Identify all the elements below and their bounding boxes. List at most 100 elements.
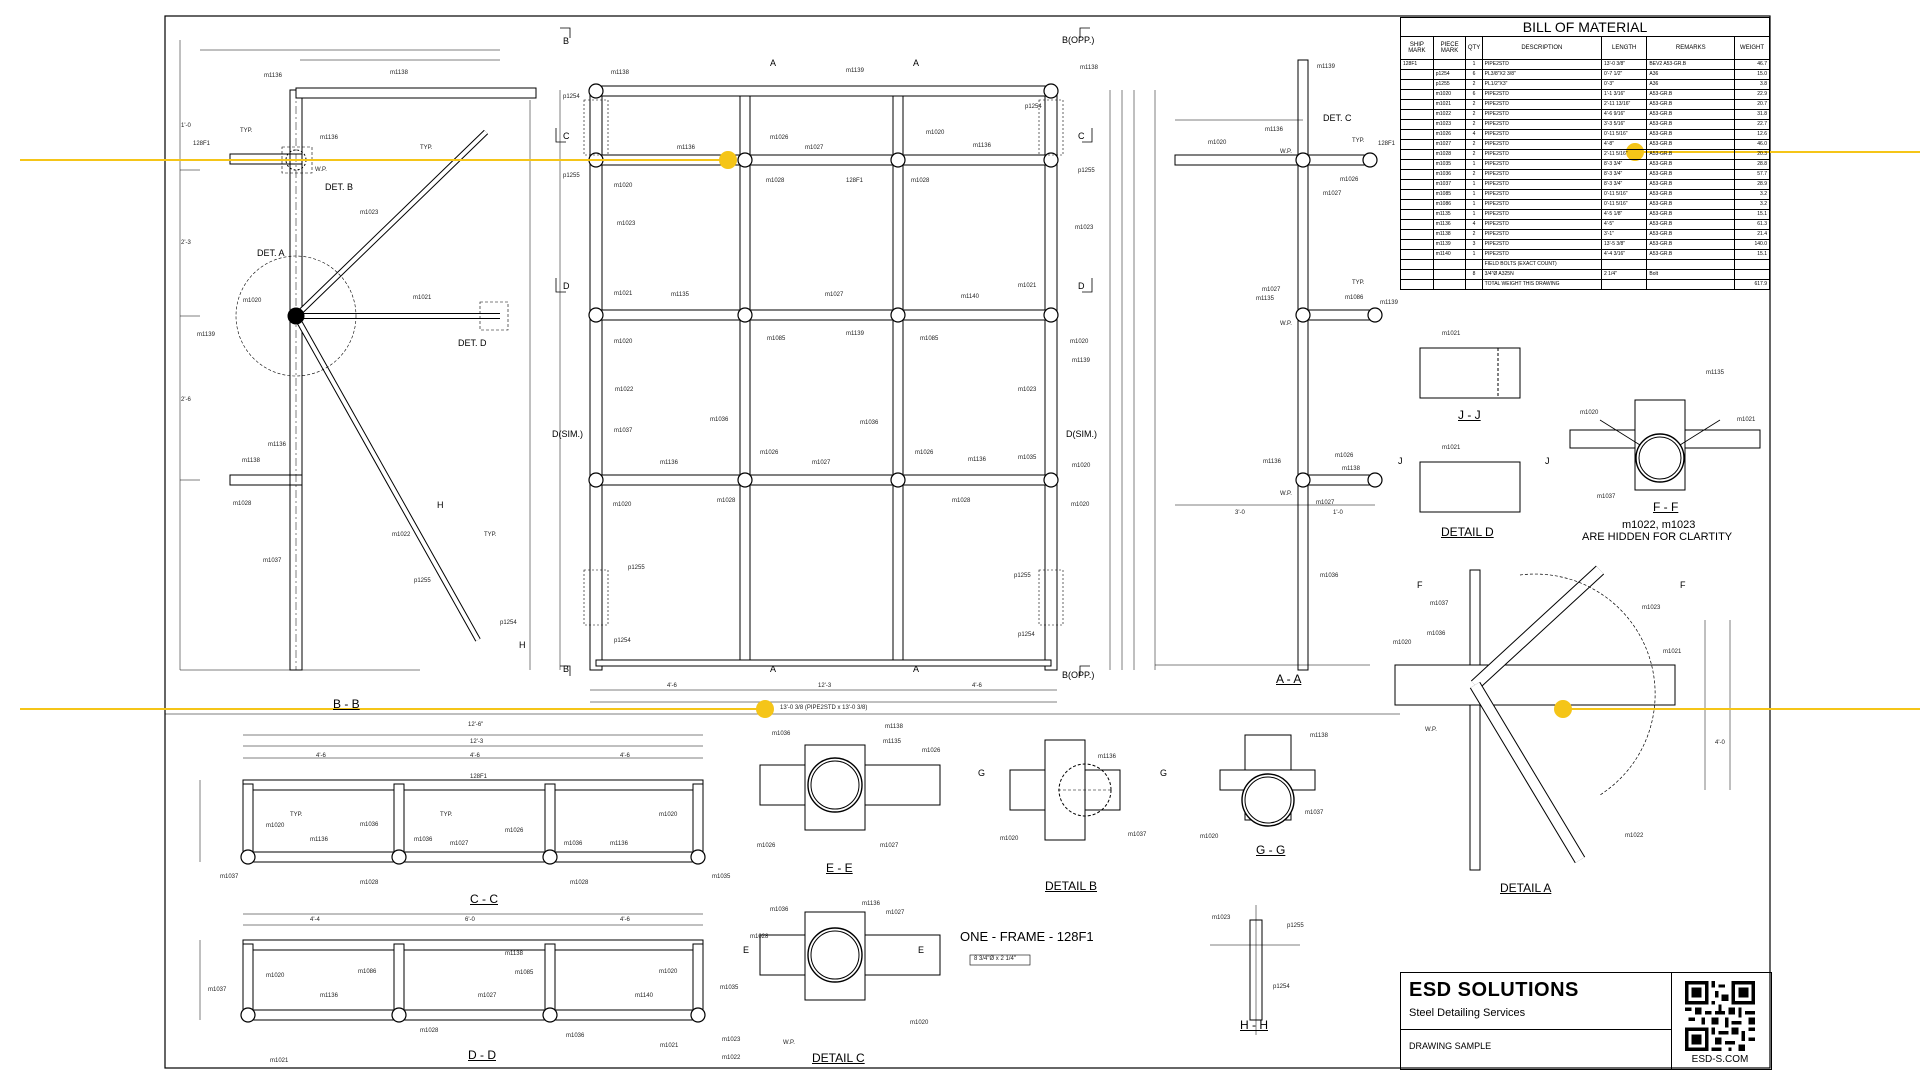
bom-cell: 617.9 <box>1734 279 1770 290</box>
bom-cell: 2 <box>1465 169 1483 180</box>
bom-cell: 2 <box>1465 229 1483 240</box>
det-d-callout: DET. D <box>458 338 487 348</box>
mark-label: m1138 <box>390 70 408 76</box>
bom-cell: Bolt <box>1646 269 1736 280</box>
mark-label: m1020 <box>659 969 678 975</box>
dimension-label: 6'-0 <box>465 917 475 923</box>
mark-label: m1085 <box>767 336 786 342</box>
section-marker-dsim-right: D(SIM.) <box>1066 429 1097 439</box>
bom-cell: PIPE2STD <box>1481 219 1603 230</box>
bom-cell: A53-GR.B <box>1646 139 1736 150</box>
mark-label: p1254 <box>500 620 517 626</box>
typ-label-5: TYP. <box>1352 280 1365 286</box>
mark-label: m1036 <box>772 731 791 737</box>
mark-label: p1255 <box>1287 923 1304 929</box>
view-bb <box>179 40 537 671</box>
bom-cell: m1085 <box>1432 189 1467 200</box>
company-name: ESD SOLUTIONS <box>1409 979 1579 1001</box>
mark-label: m1027 <box>812 460 831 466</box>
mark-label: m1026 <box>505 828 524 834</box>
bom-cell <box>1734 259 1770 270</box>
mark-label: m1022 <box>392 532 411 538</box>
section-marker-h-top: H <box>437 500 444 510</box>
bom-cell: 20.7 <box>1734 99 1770 110</box>
mark-label: m1036 <box>770 907 789 913</box>
mark-label: m1027 <box>450 841 469 847</box>
section-marker-j-left: J <box>1398 456 1403 466</box>
bom-cell: 4'-6 9/16" <box>1601 109 1648 120</box>
mark-label: m1035 <box>712 874 731 880</box>
dimension-label: 3'-0 <box>1235 510 1245 516</box>
bom-cell: m1139 <box>1432 239 1467 250</box>
dimension-label: 12'-3 <box>470 739 484 745</box>
bom-cell: A53-GR.B <box>1646 119 1736 130</box>
bom-cell: 1'-1 3/16" <box>1601 89 1648 100</box>
bom-cell: 12.6 <box>1734 129 1770 140</box>
typ-label-4: TYP. <box>1352 138 1365 144</box>
view-detail-d <box>1419 347 1521 513</box>
bom-cell: A36 <box>1646 69 1736 80</box>
mark-label: m1021 <box>1442 445 1461 451</box>
view-cc <box>199 734 706 865</box>
wp-label-aa-1: W.P. <box>1280 149 1292 155</box>
dimension-label: 4'-6 <box>470 753 480 759</box>
mark-label: m1022 <box>722 1055 741 1061</box>
view-dd <box>199 913 706 1023</box>
mark-label: m1027 <box>1323 191 1342 197</box>
typ-label-6: TYP. <box>290 812 303 818</box>
mark-label: p1255 <box>628 565 645 571</box>
mark-label: m1035 <box>1018 455 1037 461</box>
dimension-label: 12'-3 <box>818 683 832 689</box>
bom-cell: A53-GR.B <box>1646 129 1736 140</box>
bom-cell: PIPE2STD <box>1481 209 1603 220</box>
bom-cell: 6 <box>1465 89 1483 100</box>
mark-label: m1021 <box>1663 649 1682 655</box>
view-title-aa: A - A <box>1276 672 1302 686</box>
dimension-label: 12'-6" <box>468 722 484 728</box>
bom-cell: 1 <box>1465 209 1483 220</box>
mark-label: m1027 <box>478 993 497 999</box>
bom-cell: m1026 <box>1432 129 1467 140</box>
bom-cell: 2 <box>1465 149 1483 160</box>
wp-label-detail-a: W.P. <box>1425 727 1437 733</box>
view-title-ff: F - F <box>1653 500 1679 514</box>
mark-label: m1023 <box>360 210 379 216</box>
dimension-label: 1'-0 <box>181 123 191 129</box>
view-title-gg: G - G <box>1256 843 1286 857</box>
bom-cell: A36 <box>1646 79 1736 90</box>
bom-row: FIELD BOLTS (EXACT COUNT) <box>1400 259 1770 270</box>
section-marker-bopp-top: B(OPP.) <box>1062 35 1095 45</box>
mark-label: m1136 <box>610 841 628 847</box>
mark-label: m1020 <box>1071 502 1090 508</box>
bom-cell: 128F1 <box>1400 59 1434 70</box>
bom-cell: m1037 <box>1432 179 1467 190</box>
mark-label: m1021 <box>1018 283 1037 289</box>
bom-cell: 0'-3" <box>1601 79 1648 90</box>
dimension-label: 2'-3 <box>181 240 191 246</box>
mark-label: p1254 <box>1273 984 1290 990</box>
mark-label: m1020 <box>1200 834 1219 840</box>
bom-header-cell: REMARKS <box>1646 36 1736 60</box>
bom-cell: m1027 <box>1432 139 1467 150</box>
mark-label: m1020 <box>266 973 285 979</box>
view-title-detail-a: DETAIL A <box>1500 881 1552 895</box>
section-marker-b-top: B <box>563 36 570 46</box>
view-detail-b <box>1009 739 1121 841</box>
bom-cell <box>1400 269 1434 280</box>
bom-cell <box>1400 229 1434 240</box>
bom-cell: BEV2 A53-GR.B <box>1646 59 1736 70</box>
bom-cell: m1023 <box>1432 119 1467 130</box>
wp-label-bb: W.P. <box>315 167 327 173</box>
mark-label: m1136 <box>268 442 286 448</box>
mark-label: m1139 <box>1380 300 1398 306</box>
bom-header-cell: QTY <box>1465 36 1483 60</box>
mark-label: m1136 <box>264 73 282 79</box>
bom-cell: PL1/2"X3" <box>1481 79 1603 90</box>
